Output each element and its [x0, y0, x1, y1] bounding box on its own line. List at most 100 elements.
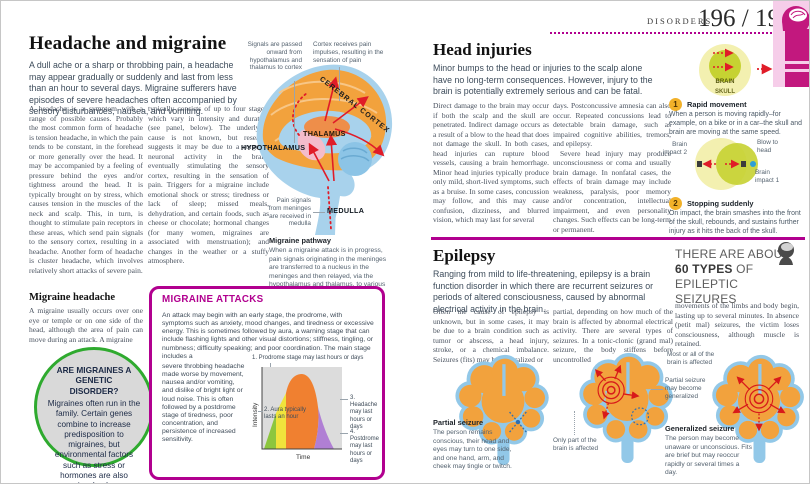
- leader-line: [258, 411, 263, 412]
- chart-label-postdrome: 4. Postdrome may last hours or days: [350, 429, 380, 464]
- brainstem: [319, 173, 337, 235]
- step-1-title: Rapid movement: [687, 100, 747, 109]
- label-pain-signals: Pain signals from meninges are received …: [268, 197, 311, 228]
- aura-area: [276, 393, 286, 449]
- brain-sagittal-illustration: [256, 64, 393, 235]
- blow-point: [750, 161, 756, 167]
- leader-line: [574, 411, 575, 435]
- chart-axes: [261, 367, 342, 450]
- fact-line-1: THERE ARE ABOUT: [675, 247, 791, 261]
- fact-rest: OF: [732, 262, 754, 276]
- skull-label: SKULL: [715, 89, 735, 95]
- step-2-title: Stopping suddenly: [687, 199, 754, 208]
- epilepsy-column-2: partial, depending on how much of the br…: [553, 307, 673, 364]
- spread-arrows: [594, 364, 640, 420]
- attacks-text-side: severe throbbing headache made worse by …: [162, 363, 245, 444]
- label-may-become-generalized: Partial seizure may become generalized: [665, 377, 706, 400]
- label-most-affected: Most or all of the brain is affected: [667, 351, 715, 366]
- label-cortex: Cortex receives pain impulses, resulting…: [313, 41, 384, 64]
- label-brain-impact-1: Brain impact 1: [755, 169, 780, 184]
- brain-motif-lines: [790, 10, 806, 19]
- arrow-thalamus-to-cortex-top: [324, 76, 339, 122]
- label-medulla: MEDULLA: [327, 206, 365, 215]
- generalized-seizure-caption: The person may become unaware or unconsc…: [665, 435, 752, 477]
- brain-label: BRAIN: [716, 79, 735, 85]
- spread-arrows: [732, 376, 786, 432]
- prodrome-area: [264, 413, 276, 449]
- y-axis-label: Intensity: [252, 402, 259, 427]
- bust-silhouette: [785, 29, 809, 87]
- headache-area: [286, 374, 319, 449]
- leader-line: [294, 81, 295, 143]
- page-title: Headache and migraine: [29, 33, 227, 54]
- stripe-gap: [773, 61, 809, 64]
- migraine-pathway-caption-title: Migraine pathway: [269, 236, 332, 245]
- label-signals: Signals are passed onward from hypothala…: [247, 41, 302, 72]
- impact-node-1: [741, 161, 746, 167]
- coronal-brain-partial: [455, 354, 549, 465]
- migraine-attacks-panel: MIGRAINE ATTACKS An attack may begin wit…: [149, 286, 385, 480]
- dotted-pathway-stem: [327, 186, 332, 230]
- head-injuries-title: Head injuries: [433, 40, 532, 59]
- seizure-focus-point: [515, 419, 521, 425]
- callout-title: ARE MIGRAINES A GENETIC DISORDER?: [56, 365, 132, 396]
- coronal-brain-becoming-generalized: [579, 352, 673, 463]
- headache-column-1: A headache is a symptom with a range of …: [29, 104, 143, 275]
- label-only-part-affected: Only part of the brain is affected: [553, 437, 598, 452]
- brain-circle: [709, 50, 741, 82]
- seizure-rings: [744, 384, 774, 414]
- label-hypothalamus: HYPOTHALAMUS: [241, 143, 306, 152]
- arrow-medulla-to-hypothalamus: [308, 142, 330, 182]
- head-injuries-intro: Minor bumps to the head or injuries to t…: [433, 63, 653, 97]
- arrow-thalamus-to-occipital: [334, 128, 385, 157]
- head-injuries-column-1: Direct damage to the brain may occur if …: [433, 101, 549, 225]
- stripe-gap: [773, 69, 809, 72]
- face-profile: [782, 14, 790, 31]
- section-divider-rule: [431, 237, 805, 240]
- leader-line: [339, 67, 340, 101]
- secondary-focus-ring: [631, 407, 650, 426]
- chapter-head-icon: [773, 1, 809, 87]
- panel-title: MIGRAINE ATTACKS: [162, 294, 264, 305]
- step-1-badge: 1: [669, 98, 682, 111]
- thalamus-region: [304, 116, 350, 138]
- step-2-badge: 2: [669, 197, 682, 210]
- bust: [779, 257, 793, 265]
- leader-line: [340, 399, 348, 400]
- head-injuries-column-2: days. Postconcussive amnesia can also oc…: [553, 101, 671, 234]
- epilepsy-column-3: movements of the limbs and body begin, l…: [675, 301, 799, 349]
- arrow-thalamus-to-cortex-right: [332, 96, 369, 124]
- fact-bold: 60 TYPES: [675, 262, 733, 276]
- leader-line: [651, 389, 663, 390]
- leader-line: [340, 433, 348, 434]
- brain-motif: [781, 243, 793, 251]
- step-2-text: On impact, the brain smashes into the fr…: [669, 210, 801, 235]
- brain-matter: [459, 358, 545, 441]
- partial-seizure-arrows: [508, 410, 528, 434]
- impact-circles-diagram: [695, 138, 758, 190]
- step-1-text: When a person is moving rapidly–for exam…: [669, 111, 802, 136]
- label-brain-impact-2: Brain impact 2: [662, 141, 687, 156]
- migraine-stages-chart: Intensity Time: [252, 367, 342, 461]
- generalized-seizure-caption-title: Generalized seizure: [665, 424, 735, 433]
- callout-text: Migraines often run in the family. Certa…: [47, 399, 141, 483]
- leader-line: [313, 212, 325, 213]
- epilepsy-intro: Ranging from mild to life-threatening, e…: [433, 269, 654, 314]
- x-axis-label: Time: [296, 454, 311, 461]
- label-blow-to-head: Blow to head: [757, 139, 778, 154]
- headache-column-2: typically consists of up to four stages,…: [148, 104, 269, 266]
- face-profile: [777, 247, 781, 255]
- migraine-headache-subhead: Migraine headache: [29, 292, 116, 303]
- postdrome-area: [314, 407, 334, 449]
- migraine-headache-text: A migraine usually occurs over one eye o…: [29, 306, 143, 344]
- column-2-para-2: Severe head injury may produce unconscio…: [553, 148, 671, 234]
- headache-intro: A dull ache or a sharp or throbbing pain…: [29, 60, 237, 117]
- seizure-head-icon: [777, 242, 794, 265]
- attacks-text-top: An attack may begin with an early stage,…: [162, 312, 374, 360]
- section-label: DISORDERS: [647, 16, 713, 26]
- epilepsy-fact: THERE ARE ABOUT 60 TYPES OF EPILEPTIC SE…: [675, 247, 801, 307]
- epilepsy-title: Epilepsy: [433, 246, 496, 265]
- impact-node-2: [697, 161, 702, 167]
- chart-label-prodrome: 1. Prodrome stage may last hours or days: [252, 355, 364, 361]
